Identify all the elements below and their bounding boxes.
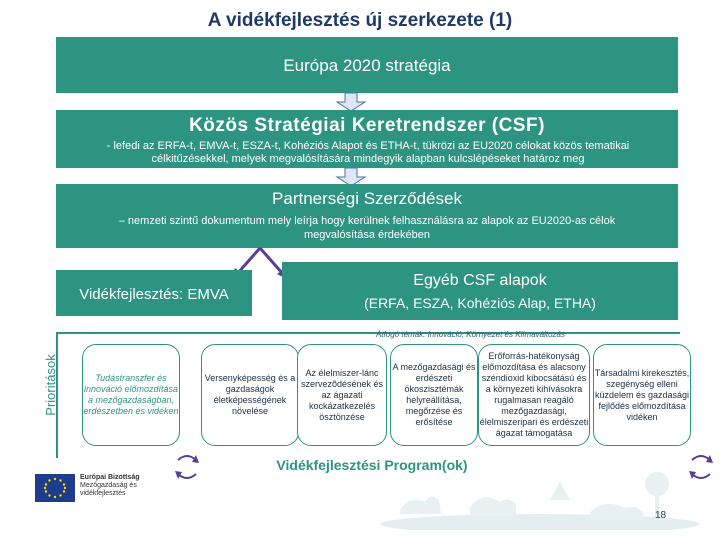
partnership-description: – nemzeti szintű dokumentum mely leírja … [56,214,678,242]
csf-description: - lefedi az ERFA-t, EMVA-t, ESZA-t, Kohé… [52,140,684,166]
eu-flag-icon [35,474,75,502]
europe2020-label: Európa 2020 stratégia [283,56,451,75]
partnership-box: Partnerségi Szerződések – nemzeti szintű… [56,184,678,248]
page-number: 18 [655,510,667,521]
partnership-heading: Partnerségi Szerződések [272,189,462,208]
priorities-bracket [56,332,680,458]
priority-1: Tudástranszfer és innováció előmozdítása… [82,344,180,446]
priority-3: Az élelmiszer-lánc szervezõdésének és az… [297,344,387,446]
priority-6-text: Társadalmi kirekesztés, szegénység ellen… [594,367,690,422]
eu-line3: vidékfejlesztés [80,490,126,497]
farm-silhouette-illustration [380,472,700,530]
cycle-arrow-icon [175,455,199,479]
eu-line1: Európai Bizottság [80,474,140,481]
priority-4-text: A mezőgazdasági és erdészeti ökoszisztém… [392,362,476,427]
priorities-label: Prioritások [35,340,75,430]
arrow-down-icon [335,168,367,186]
eu-commission-label: Európai Bizottság Mezőgazdaság és vidékf… [80,474,140,498]
priority-2: Versenyképesség és a gazdaságok életképe… [201,344,299,446]
priority-3-text: Az élelmiszer-lánc szervezõdésének és az… [300,367,384,422]
partnership-description-line2: megvalósítása érdekében [304,229,430,241]
arrow-down-icon [335,93,367,111]
other-funds-list: (ERFA, ESZA, Kohéziós Alap, ETHA) [364,295,596,311]
rural-development-program: Vidékfejlesztési Program(ok) [276,457,468,473]
eu-line2: Mezőgazdaság és [80,482,137,489]
priority-2-text: Versenyképesség és a gazdaságok életképe… [204,373,296,416]
other-funds-heading: Egyéb CSF alapok [413,272,547,289]
priority-5-text: Erőforrás-hatékonyság előmozdítása és al… [479,351,589,438]
europe2020-box: Európa 2020 stratégia [56,37,678,93]
cycle-arrow-icon [689,455,713,479]
slide-title: A vidékfejlesztés új szerkezete (1) [207,10,513,31]
priority-6: Társadalmi kirekesztés, szegénység ellen… [593,344,691,446]
emva-box: Vidékfejlesztés: EMVA [56,270,252,316]
priority-4: A mezőgazdasági és erdészeti ökoszisztém… [390,344,478,446]
csf-box: Közös Stratégiai Keretrendszer (CSF) - l… [56,110,678,168]
cross-cutting-themes: Átfogó témák: Innováció, Környezet és Kl… [376,330,565,339]
priorities-label-text: Prioritások [43,354,58,416]
priority-1-text: Tudástranszfer és innováció előmozdítása… [83,373,179,416]
other-funds-box: Egyéb CSF alapok (ERFA, ESZA, Kohéziós A… [282,262,678,320]
priority-5: Erőforrás-hatékonyság előmozdítása és al… [478,344,590,446]
partnership-description-line1: – nemzeti szintű dokumentum mely leírja … [118,215,616,227]
csf-description-line1: - lefedi az ERFA-t, EMVA-t, ESZA-t, Kohé… [106,140,630,152]
csf-description-line2: célkitűzésekkel, melyek megvalósítására … [151,153,585,165]
emva-label: Vidékfejlesztés: EMVA [79,286,229,303]
csf-heading: Közös Stratégiai Keretrendszer (CSF) [189,115,545,136]
